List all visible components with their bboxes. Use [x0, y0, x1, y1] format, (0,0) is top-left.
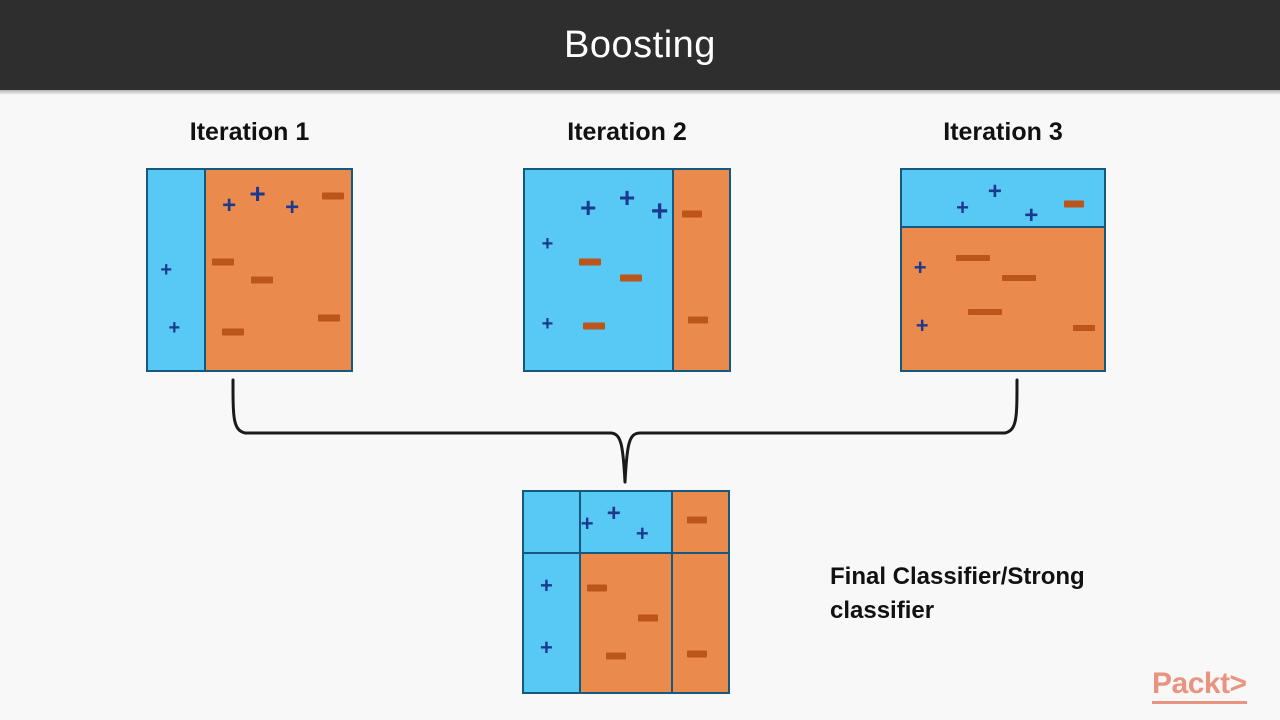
grid-divider-vertical-1 — [579, 492, 582, 692]
iteration3-minus-marker-3 — [1063, 200, 1084, 208]
final-minus-marker-3 — [687, 516, 708, 524]
brace-svg — [231, 378, 1019, 484]
slide-header: Boosting — [0, 0, 1280, 90]
final-minus-marker-9 — [687, 650, 708, 658]
iteration1-minus-marker-6 — [212, 258, 235, 266]
combination-brace — [225, 378, 1025, 488]
iteration2-minus-marker-9 — [688, 316, 709, 324]
iteration1-plus-marker-4: + — [285, 194, 300, 221]
cell-r0c1 — [579, 492, 671, 552]
iteration3-minus-marker-8 — [967, 309, 1002, 315]
final-classifier-label-line2: classifier — [830, 597, 935, 625]
iteration3-plus-marker-0: + — [956, 195, 970, 220]
final-classifier-label-line1: Final Classifier/Strong — [830, 563, 1085, 590]
iteration1-minus-marker-7 — [250, 276, 273, 284]
iteration1-plus-marker-0: + — [160, 259, 173, 281]
iteration1-plus-marker-2: + — [222, 192, 237, 219]
cell-r1c0 — [524, 552, 580, 692]
panel-final-classifier: + + + + + — [522, 490, 730, 694]
panel-iteration-2: + + + + + — [523, 168, 731, 372]
grid-divider-vertical-2 — [670, 492, 673, 692]
header-shadow — [0, 90, 1280, 95]
panel-iteration-1: + + + + + — [146, 168, 353, 372]
iteration2-minus-marker-6 — [620, 274, 643, 282]
cell-r1c1 — [579, 552, 671, 692]
page-title: Boosting — [564, 23, 716, 66]
region-orange — [902, 226, 1104, 370]
packt-logo: Packt> — [1152, 668, 1247, 704]
decision-boundary — [902, 226, 1104, 228]
iteration3-plus-marker-2: + — [1024, 202, 1039, 229]
iteration3-minus-marker-7 — [1002, 275, 1037, 281]
iteration2-plus-marker-4: + — [650, 195, 669, 228]
iteration1-plus-marker-1: + — [168, 317, 181, 339]
caption-iteration-3: Iteration 3 — [943, 118, 1063, 146]
iteration2-plus-marker-0: + — [541, 233, 554, 255]
final-plus-marker-1: + — [606, 500, 621, 527]
region-orange — [203, 170, 351, 370]
grid-divider-horizontal — [524, 552, 728, 554]
panel-iteration-3: + + + + + — [900, 168, 1106, 372]
iteration3-plus-marker-5: + — [915, 313, 929, 338]
iteration3-plus-marker-1: + — [987, 178, 1002, 205]
final-minus-marker-6 — [587, 584, 608, 592]
final-classifier-label: Final Classifier/Strong classifier — [830, 560, 1150, 628]
final-plus-marker-4: + — [540, 573, 553, 598]
iteration2-plus-marker-3: + — [618, 182, 636, 213]
iteration2-minus-marker-8 — [682, 210, 703, 218]
iteration3-minus-marker-9 — [1072, 325, 1095, 331]
iteration3-minus-marker-6 — [955, 255, 990, 261]
iteration1-minus-marker-9 — [222, 328, 245, 336]
decision-boundary — [203, 170, 206, 370]
region-orange — [671, 170, 729, 370]
iteration2-plus-marker-2: + — [580, 192, 597, 223]
iteration2-minus-marker-5 — [579, 258, 602, 266]
region-blue — [525, 170, 672, 370]
final-minus-marker-8 — [605, 652, 626, 660]
iteration2-plus-marker-1: + — [541, 313, 554, 335]
caption-iteration-1: Iteration 1 — [189, 118, 310, 146]
region-blue — [148, 170, 204, 370]
iteration1-minus-marker-8 — [317, 314, 340, 322]
final-plus-marker-2: + — [635, 521, 649, 546]
region-blue — [902, 170, 1104, 226]
decision-boundary — [671, 170, 674, 370]
iteration1-minus-marker-5 — [321, 192, 344, 200]
cell-r0c0 — [524, 492, 580, 552]
iteration1-plus-marker-3: + — [249, 178, 266, 209]
iteration2-minus-marker-7 — [583, 322, 606, 330]
caption-iteration-2: Iteration 2 — [567, 118, 687, 146]
iteration3-plus-marker-4: + — [913, 255, 927, 280]
cell-r1c2 — [670, 552, 728, 692]
final-minus-marker-7 — [638, 614, 659, 622]
final-plus-marker-5: + — [540, 635, 553, 660]
final-plus-marker-0: + — [580, 511, 594, 536]
